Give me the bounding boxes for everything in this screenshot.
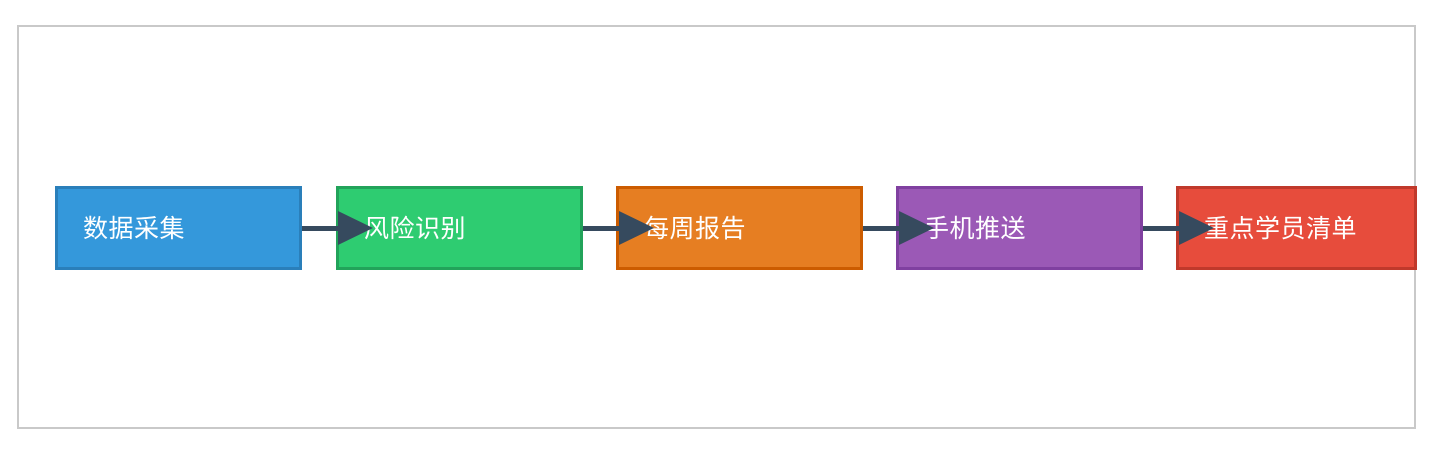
flow-node-key-student-list[interactable]: 重点学员清单 <box>1176 186 1417 270</box>
flow-node-mobile-push[interactable]: 手机推送 <box>896 186 1143 270</box>
flow-node-label: 风险识别 <box>364 213 467 243</box>
arrow-shaft <box>302 226 340 231</box>
flow-arrow-1 <box>302 211 373 245</box>
flow-node-label: 重点学员清单 <box>1204 213 1358 243</box>
flow-node-risk-identification[interactable]: 风险识别 <box>336 186 583 270</box>
flow-node-label: 数据采集 <box>83 213 186 243</box>
flow-node-label: 每周报告 <box>644 213 747 243</box>
flow-node-label: 手机推送 <box>924 213 1027 243</box>
flow-node-data-collection[interactable]: 数据采集 <box>55 186 302 270</box>
flow-node-weekly-report[interactable]: 每周报告 <box>616 186 863 270</box>
